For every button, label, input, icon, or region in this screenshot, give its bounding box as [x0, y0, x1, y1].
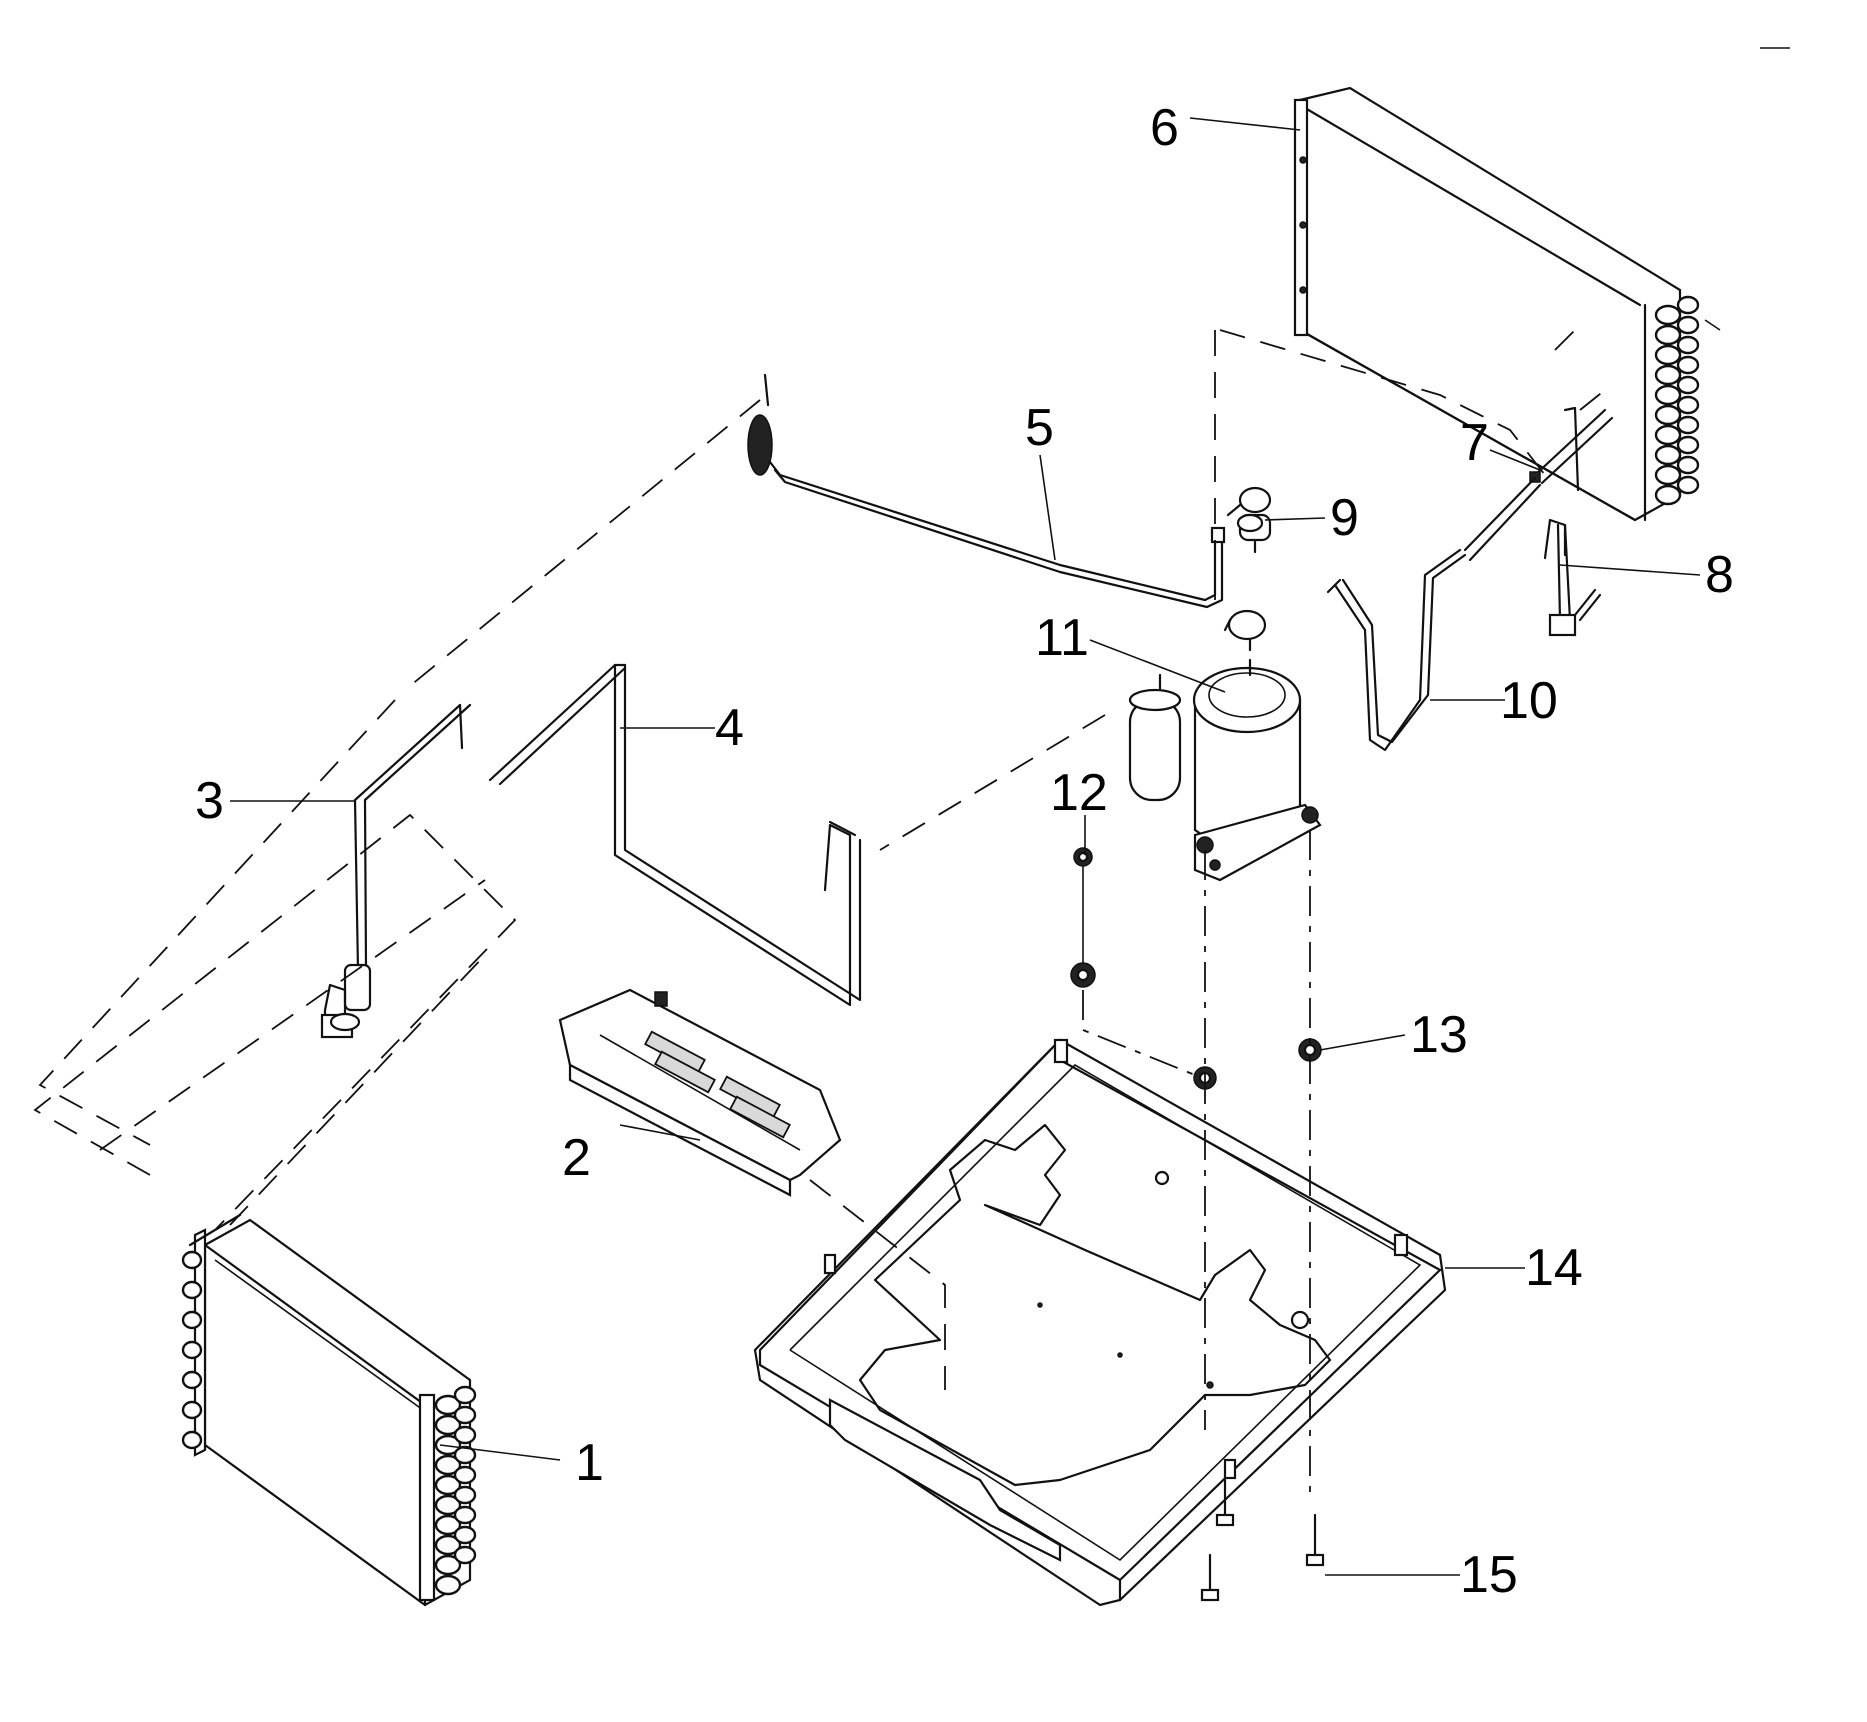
callout-11: 11 — [1035, 609, 1089, 667]
part-11-compressor — [1128, 609, 1322, 882]
part-3-tube-valve — [320, 703, 472, 1039]
callout-9: 9 — [1330, 489, 1359, 547]
callout-4: 4 — [715, 699, 744, 757]
part-4-u-tube — [488, 663, 862, 1007]
part-5-capillary-tube — [747, 373, 1226, 609]
callout-12: 12 — [1050, 764, 1108, 822]
callout-5: 5 — [1025, 399, 1054, 457]
part-12-grommets — [1070, 847, 1196, 1076]
part-15-screws — [1200, 1478, 1325, 1602]
part-8-j-tube — [1543, 518, 1602, 637]
part-9-fitting — [1226, 486, 1272, 554]
callout-8: 8 — [1705, 546, 1734, 604]
callout-3: 3 — [195, 772, 224, 830]
part-14-base-pan — [753, 1038, 1447, 1607]
callout-10: 10 — [1500, 672, 1558, 730]
callout-7: 7 — [1460, 414, 1489, 472]
callout-13: 13 — [1410, 1006, 1468, 1064]
part-13-grommets — [1193, 1038, 1322, 1090]
part-1-evaporator-coil — [181, 1213, 477, 1607]
coil-loops-right — [1654, 295, 1700, 506]
callout-1: 1 — [575, 1434, 604, 1492]
part-10-discharge-tube — [1326, 476, 1542, 752]
assembly-dashed-lines — [33, 324, 1606, 1500]
part-2-drain-tray — [558, 988, 842, 1197]
callout-15: 15 — [1460, 1546, 1518, 1604]
part-6-condenser — [1293, 86, 1721, 522]
callout-2: 2 — [562, 1129, 591, 1187]
coil-loops-right — [418, 1385, 477, 1602]
callout-14: 14 — [1525, 1239, 1583, 1297]
leader-lines — [230, 117, 1701, 1576]
callout-6: 6 — [1150, 99, 1179, 157]
callout-labels: 1 2 3 4 5 6 7 8 9 10 11 12 13 14 15 — [195, 99, 1734, 1604]
